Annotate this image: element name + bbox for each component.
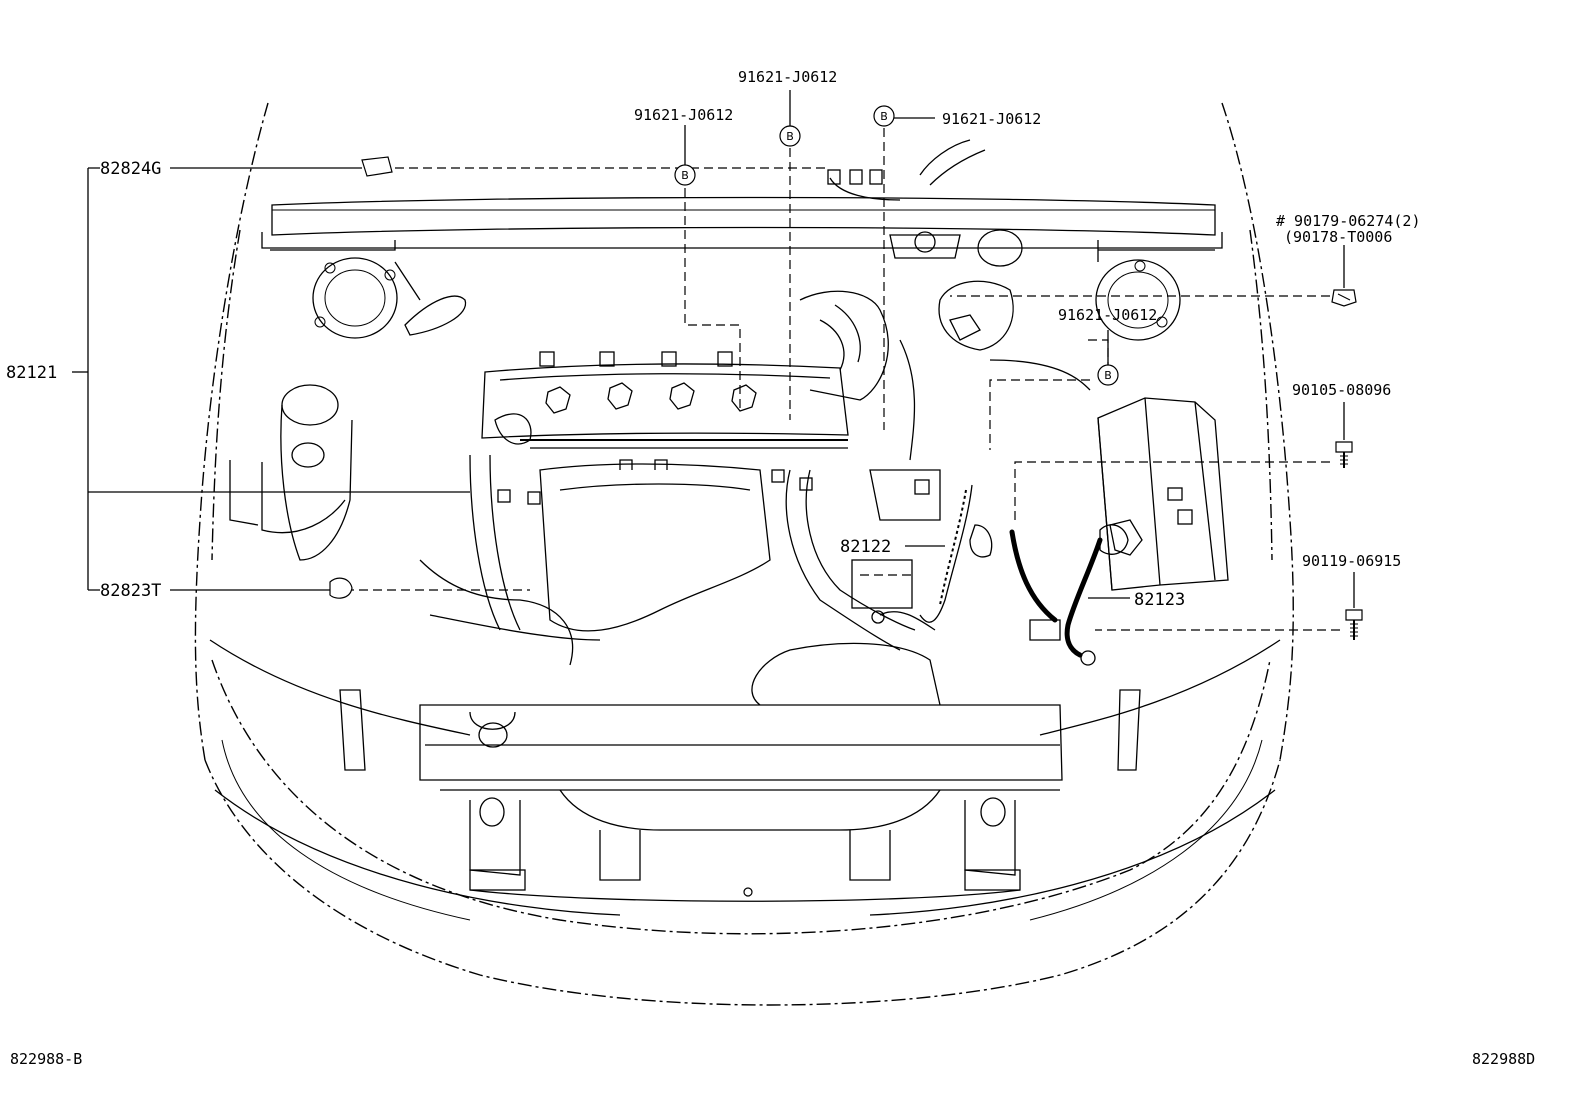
part-label-90179: # 90179-06274(2) — [1276, 212, 1421, 230]
part-label-82824g: 82824G — [100, 159, 161, 179]
part-label-82123: 82123 — [1134, 590, 1185, 610]
engine-block — [469, 454, 941, 651]
clip-marker-left: B — [674, 164, 696, 186]
radiator-support — [339, 642, 1141, 902]
hood-outline — [194, 102, 1294, 1006]
clip-marker-right: B — [873, 105, 895, 127]
leader-lines — [345, 128, 1340, 631]
part-label-clamp-left: 91621-J0612 — [634, 106, 733, 124]
battery — [1097, 397, 1229, 591]
cable-82122 — [871, 484, 993, 631]
part-label-clamp-mid: 91621-J0612 — [1058, 306, 1157, 324]
engine-head — [481, 351, 849, 449]
ignition-coils — [539, 351, 757, 414]
part-label-90105: 90105-08096 — [1292, 381, 1391, 399]
callout-bracket — [72, 90, 1355, 608]
svg-text:B: B — [786, 130, 794, 143]
cowl-panel — [261, 196, 1223, 249]
connector-82824g-icon — [361, 156, 393, 177]
part-label-clamp-right: 91621-J0612 — [942, 110, 1041, 128]
grommet-82823t-icon — [329, 577, 353, 599]
left-reservoir — [229, 384, 353, 561]
part-label-90119: 90119-06915 — [1302, 552, 1401, 570]
wire-harness — [419, 139, 1091, 666]
svg-text:B: B — [880, 110, 888, 123]
svg-text:B: B — [681, 169, 689, 182]
part-label-82823t: 82823T — [100, 581, 161, 601]
left-strut-tower — [270, 240, 467, 339]
footer-code-right: 822988D — [1472, 1050, 1535, 1068]
right-strut-tower — [1095, 240, 1215, 341]
cable-82123 — [1009, 524, 1129, 666]
bolt-90119-icon — [1345, 609, 1363, 640]
part-label-90178: (90178-T0006 — [1284, 228, 1392, 246]
svg-text:B: B — [1104, 369, 1112, 382]
footer-code-left: 822988-B — [10, 1050, 82, 1068]
part-label-clamp-top: 91621-J0612 — [738, 68, 837, 86]
intake-hose — [799, 229, 1023, 401]
bolt-90179-icon — [1331, 289, 1357, 307]
clip-marker-top: B — [779, 125, 801, 147]
clip-marker-mid: B — [1097, 364, 1119, 386]
part-label-82121: 82121 — [6, 363, 57, 383]
part-label-82122: 82122 — [840, 537, 891, 557]
bolt-90105-icon — [1335, 441, 1353, 468]
